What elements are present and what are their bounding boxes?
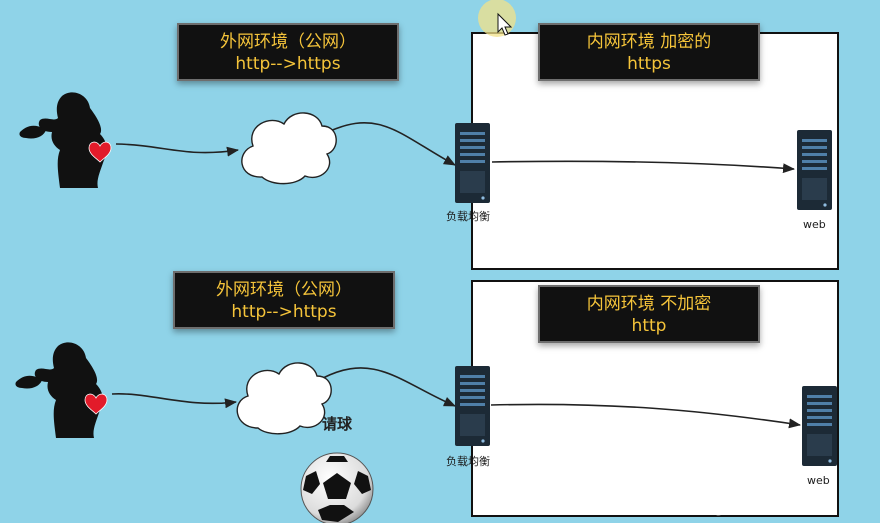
cloud-icon-top (241, 112, 337, 185)
arrow-cloud-to-lb-bottom (322, 367, 456, 407)
public-network-label-top-line2: http-->https (235, 54, 341, 74)
heart-icon-bottom (84, 393, 108, 415)
user-silhouette-icon-bottom (15, 342, 103, 438)
web-server-label-bottom: web (807, 474, 830, 487)
public-network-label-bottom: 外网环境（公网） http-->https (173, 271, 395, 329)
arrow-lb-to-web-top (491, 160, 795, 174)
public-network-label-bottom-line2: http-->https (231, 302, 337, 322)
heart-icon-top (88, 141, 112, 163)
internal-network-label-bottom-line2: http (631, 316, 667, 336)
cloud-icon-bottom (236, 362, 332, 435)
public-network-label-bottom-line1: 外网环境（公网） (216, 280, 352, 300)
web-server-icon-top (797, 130, 832, 210)
internal-network-label-bottom-line1: 内网环境 不加密 (586, 294, 712, 314)
internal-network-label-top-line1: 内网环境 加密的 (586, 32, 712, 52)
load-balancer-server-icon-bottom (455, 366, 490, 446)
load-balancer-server-icon-top (455, 123, 490, 203)
load-balancer-label-bottom: 负载均衡 (446, 455, 490, 468)
arrow-cloud-to-lb-top (327, 122, 456, 166)
user-silhouette-icon-top (19, 92, 107, 188)
public-network-label-top-line1: 外网环境（公网） (220, 32, 356, 52)
mouse-pointer-icon (497, 12, 513, 36)
ball-caption: 请球 (322, 415, 353, 433)
internal-network-label-bottom: 内网环境 不加密 http (538, 285, 760, 343)
public-network-label-top: 外网环境（公网） http-->https (177, 23, 399, 81)
arrow-user-to-cloud-bottom (111, 393, 237, 409)
internal-network-label-top-line2: https (627, 54, 671, 74)
web-server-label-top: web (803, 218, 826, 231)
load-balancer-label-top: 负载均衡 (446, 210, 490, 223)
web-server-icon-bottom (802, 386, 837, 466)
arrow-user-to-cloud-top (115, 143, 239, 157)
watermark-text: @稀土掘金技术社区 (712, 502, 830, 517)
internal-network-label-top: 内网环境 加密的 https (538, 23, 760, 81)
arrow-lb-to-web-bottom (490, 403, 801, 429)
